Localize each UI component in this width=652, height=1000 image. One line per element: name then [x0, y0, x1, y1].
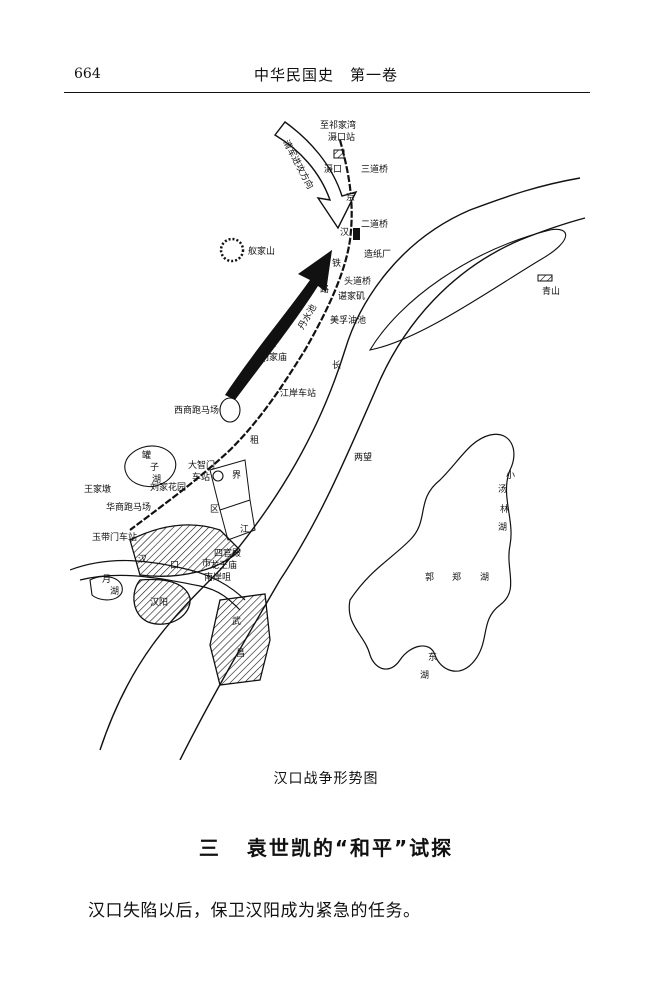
label-toudaoqiao: 头道桥: [344, 275, 371, 287]
map-caption: 汉口战争形势图: [273, 771, 379, 787]
label-yuehu-b: 湖: [110, 586, 119, 597]
label-hu-xt: 湖: [498, 522, 507, 533]
hanyang-city: [133, 578, 191, 625]
qingshan-mark: [537, 274, 553, 282]
running-title: 中华民国史 第一卷: [253, 66, 398, 84]
section-heading: 三 袁世凯的“和平”试探: [0, 832, 652, 861]
label-liujiamiao: 刘家庙: [260, 351, 287, 363]
label-sigongdian: 四官殿: [214, 547, 241, 559]
label-han-rail: 汉: [340, 227, 349, 238]
label-huashang-race: 华商跑马场: [106, 501, 151, 513]
concession-blocks: [209, 459, 256, 541]
label-chang: 长: [332, 359, 341, 371]
label-meifu: 美孚油池: [330, 314, 366, 326]
label-yuehu-a: 月: [102, 574, 111, 585]
label-tang: 汤: [498, 484, 507, 495]
rail-arrow: [322, 250, 332, 266]
guanzi-lake: [124, 445, 177, 488]
label-tie: 铁: [332, 257, 341, 269]
dankou-station-mark: [333, 149, 345, 159]
railway: [129, 139, 353, 531]
label-xishang-race: 西商跑马场: [174, 404, 219, 416]
label-yujiashan: 舣家山: [248, 245, 275, 257]
label-erdaoqiao: 二道桥: [361, 218, 388, 230]
label-qingshan: 青山: [542, 285, 560, 297]
label-xiao: 小: [506, 470, 515, 481]
label-zaozhichang: 造纸厂: [364, 248, 391, 260]
label-hankou-a: 汉: [138, 554, 147, 565]
label-zhiqijiawan: 至祁家湾: [320, 119, 356, 131]
label-jie: 界: [232, 470, 241, 481]
label-hanyang: 汉阳: [150, 597, 168, 608]
label-dankou: 滠口: [324, 164, 342, 175]
pond: [212, 470, 224, 482]
pond: [219, 397, 241, 423]
label-liangwang: 两望: [354, 451, 372, 463]
label-guanzihu-a: 罐: [142, 449, 151, 461]
label-guo: 郭: [425, 571, 434, 583]
label-yudaimen: 玉带门车站: [92, 531, 137, 543]
label-chang2: 昌: [236, 648, 245, 659]
hankou-city: [129, 524, 241, 577]
label-jing: 京: [346, 191, 355, 203]
label-guanzihu-b: 子: [150, 462, 159, 473]
label-hu-d: 湖: [420, 670, 429, 681]
page-number: 664: [74, 66, 101, 82]
revolutionary-attack-arrow: [225, 250, 332, 400]
label-jianganchezhan: 江岸车站: [280, 387, 316, 399]
header-rule: [64, 92, 590, 93]
yujiashan-hill: [219, 237, 245, 263]
body-paragraph: 汉口失陷以后，保卫汉阳成为紧急的任务。: [88, 901, 421, 921]
label-chenjiaji: 谌家矶: [338, 290, 365, 302]
hankou-battle-map: 至祁家湾 滠口站 清军进攻方向 滠口 三道桥 京 汉 二道桥 铁 造纸厂 路 头…: [70, 119, 586, 760]
east-lake: [348, 433, 515, 672]
label-qu: 区: [210, 504, 219, 515]
yue-lake: [89, 575, 123, 601]
label-longwangmiao: 龙王庙: [210, 559, 237, 571]
label-jiang: 江: [240, 524, 249, 535]
label-hu-gz: 湖: [480, 572, 489, 583]
label-lin: 林: [500, 503, 509, 515]
label-lu: 路: [320, 283, 329, 295]
island: [368, 228, 567, 351]
label-nananzui: 南岸咀: [204, 571, 231, 583]
label-wu: 武: [232, 615, 241, 627]
label-hankou-c: 市: [202, 557, 211, 569]
label-dankou-station: 滠口站: [328, 131, 355, 143]
label-chezhan: 车站: [192, 471, 210, 483]
section-number: 三: [198, 836, 221, 860]
qing-attack-arrow: [273, 121, 358, 230]
label-dong: 东: [428, 651, 437, 663]
label-zu: 租: [250, 435, 259, 446]
zaozhichang-mark: [353, 228, 360, 240]
label-dazhimen: 大智门: [188, 459, 215, 471]
label-wangjiadun: 王家墩: [84, 483, 111, 495]
label-hankou-b: 口: [170, 561, 179, 571]
section-title: 袁世凯的“和平”试探: [246, 836, 454, 860]
label-guanzihu-c: 湖: [152, 474, 161, 485]
label-liujiahuayuan: 刘家花园: [150, 481, 186, 493]
label-zheng: 郑: [452, 571, 461, 583]
wuchang-city: [209, 593, 271, 686]
label-sandaoqiao: 三道桥: [361, 163, 388, 175]
